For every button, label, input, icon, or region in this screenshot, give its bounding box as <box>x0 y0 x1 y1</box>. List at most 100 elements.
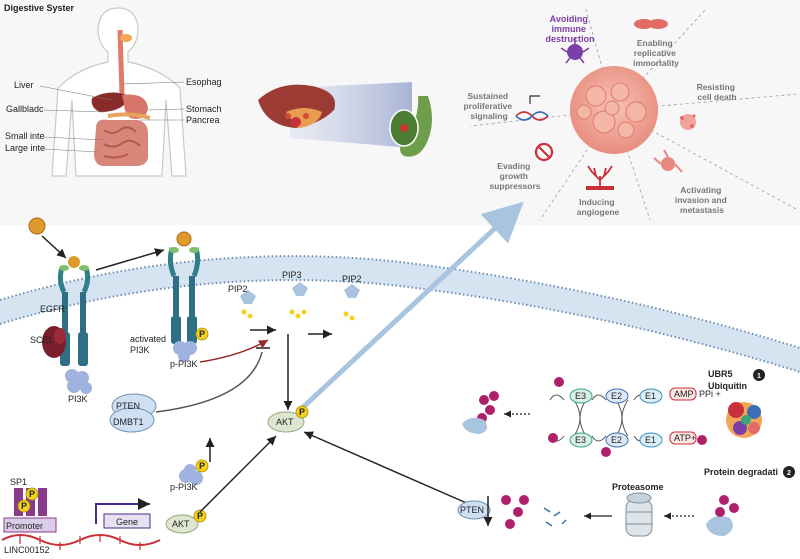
angiogenesis-icon <box>586 165 614 190</box>
e2-enzyme-top <box>605 388 629 404</box>
label-scel: SCEL <box>30 335 54 345</box>
label-p-pi3k: p-PI3K <box>170 359 198 369</box>
label-pip2-1: PIP2 <box>228 284 248 294</box>
ubiquitinated-substrate <box>706 495 739 536</box>
label-e2-bottom: E2 <box>611 435 622 445</box>
label-akt: AKT <box>276 417 294 427</box>
label-gene: Gene <box>116 517 138 527</box>
label-large-intestine: Large inte <box>5 143 45 153</box>
label-pten-bottom: PTEN <box>460 505 484 515</box>
label-e1-top: E1 <box>645 391 656 401</box>
sp1-protein: P P <box>14 487 47 516</box>
label-gallbladder: Gallbladc <box>6 104 44 114</box>
p-pi3k-protein <box>173 341 197 362</box>
leader-stomach <box>145 108 185 111</box>
activation-arrow <box>95 248 165 271</box>
pten-dmbt1-complex <box>109 393 157 433</box>
hallmark-inducing: Inducing angiogene <box>577 197 620 217</box>
substrate-protein-left <box>462 417 488 434</box>
label-promoter: Promoter <box>6 521 43 531</box>
label-pten: PTEN <box>116 401 140 411</box>
label-sp1: SP1 <box>10 477 27 487</box>
label-e3-bottom: E3 <box>575 435 586 445</box>
egf-ligand-1 <box>28 217 46 235</box>
leader-small-intestine <box>43 136 105 141</box>
svg-text:2: 2 <box>787 470 791 477</box>
ubiquitin-cycle <box>549 394 649 442</box>
label-e3-top: E3 <box>575 391 586 401</box>
svg-text:P: P <box>199 461 205 471</box>
label-protein-degradation: Protein degradati <box>704 467 778 477</box>
amp-box <box>669 387 697 401</box>
pi3k-protein-1 <box>65 369 92 394</box>
svg-text:P: P <box>199 329 205 339</box>
label-pi3k: PI3K <box>68 394 88 404</box>
invasion-icon <box>653 149 683 173</box>
hallmark-resisting: Resisting cell death <box>697 82 738 102</box>
proteasome-icon <box>625 492 653 537</box>
ubiquitin-chain-left <box>477 391 499 423</box>
label-ubiquitin: Ubiquitin <box>708 381 747 391</box>
label-egfr: EGFR <box>40 304 66 314</box>
pip2-molecule-1 <box>240 290 256 319</box>
e1-enzyme-top <box>639 388 663 404</box>
dna-chromosome-icon <box>634 19 668 29</box>
label-activated-pi3k: activated PI3K <box>130 334 169 355</box>
hallmark-sustained: Sustained proliferative signaling <box>463 91 514 121</box>
cell-membrane <box>0 255 800 373</box>
digestive-title: Digestive Syster <box>4 3 75 13</box>
e3-enzyme-top <box>569 388 593 404</box>
svg-text:P: P <box>29 489 35 499</box>
label-akt-2: AKT <box>172 519 190 529</box>
free-ubiquitin <box>501 495 529 529</box>
hallmark-enabling: Enabling replicative immortality <box>633 38 679 68</box>
esophagus-shape <box>117 29 132 96</box>
svg-text:P: P <box>299 407 305 417</box>
label-atp: ATP+ <box>674 433 696 443</box>
leader-large-intestine <box>43 148 99 153</box>
lncrna-ticks <box>19 534 141 550</box>
label-amp: AMP <box>674 389 694 399</box>
e2-enzyme-bottom <box>605 432 629 448</box>
p-pi3k-protein-2: P <box>179 459 209 485</box>
atp-box <box>669 431 697 445</box>
gallbladder-closeup <box>389 96 432 157</box>
p-pi3k-arrow <box>199 339 269 363</box>
ubr5-protein-structure <box>726 402 762 438</box>
pancreas-shape <box>107 112 151 120</box>
pten-protein-bottom <box>457 500 491 520</box>
svg-text:P: P <box>21 501 27 511</box>
hallmark-evading: Evading growth suppressors <box>489 161 540 191</box>
pip3-molecule <box>289 282 308 319</box>
label-dmbt1: DMBT1 <box>113 417 144 427</box>
label-pip2-2: PIP2 <box>342 274 362 284</box>
akt-protein-2: P <box>165 509 207 534</box>
label-e1-bottom: E1 <box>645 435 656 445</box>
ligand-binding-arrow <box>41 235 67 259</box>
egf-ligand-2 <box>176 231 192 247</box>
label-stomach: Stomach <box>186 104 222 114</box>
lncrna-strand <box>1 534 161 546</box>
intestine-shape <box>94 119 148 166</box>
egfr-receptor-activated <box>167 247 201 344</box>
label-pancreas: Pancrea <box>186 115 220 125</box>
svg-text:1: 1 <box>757 373 761 380</box>
hallmark-activating: Activating invasion and metastasis <box>675 185 729 215</box>
label-p-pi3k-2: p-PI3K <box>170 482 198 492</box>
phospho-badge: P <box>195 327 209 341</box>
liver-closeup <box>258 84 336 128</box>
e1-enzyme-bottom <box>639 432 663 448</box>
label-esophagus: Esophag <box>186 77 222 87</box>
avoiding-immune-icon <box>560 38 590 64</box>
leader-gallbladder <box>43 109 105 113</box>
svg-text:P: P <box>197 511 203 521</box>
akt-protein: P <box>267 405 309 433</box>
akt-to-hallmarks-arrow <box>298 201 524 412</box>
e3-enzyme-bottom <box>569 432 593 448</box>
ubiquitin-marks <box>548 377 707 457</box>
promoter-box <box>3 517 57 533</box>
pten-to-akt-arrow <box>303 431 479 509</box>
badge-2: 2 <box>783 466 795 478</box>
